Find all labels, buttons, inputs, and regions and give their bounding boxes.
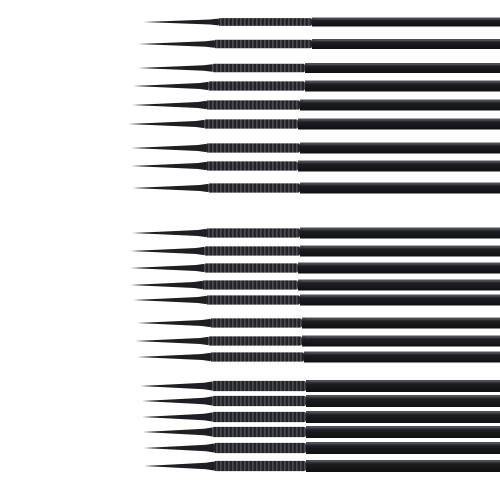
dart-grip — [206, 295, 300, 305]
dart-grip — [206, 228, 300, 238]
dart-point — [133, 295, 206, 305]
dart-point — [130, 246, 204, 256]
dart-point — [132, 183, 208, 193]
dart-point — [144, 443, 214, 453]
dart-grip — [212, 426, 306, 438]
dart-grip — [206, 143, 300, 153]
dart-barrel — [306, 460, 500, 472]
dart-point — [138, 40, 214, 48]
dart-grip — [218, 18, 312, 26]
dart-barrel — [298, 160, 500, 172]
dart-grip — [212, 380, 306, 392]
dart-barrel — [306, 442, 500, 454]
dart-point — [137, 352, 210, 362]
dart-point — [128, 119, 204, 129]
dart-point — [130, 280, 202, 290]
dart-shaft — [140, 380, 500, 392]
dart-grip — [214, 442, 306, 454]
dart-grip — [208, 81, 305, 91]
dart-grip — [202, 280, 298, 290]
dart-point — [131, 161, 206, 171]
dart-grip — [208, 183, 300, 193]
dart-shaft — [132, 227, 500, 239]
dart-barrel — [298, 279, 500, 291]
dart-barrel — [306, 395, 500, 407]
dart-shaft — [138, 39, 500, 49]
dart-grip — [212, 395, 306, 407]
dart-point — [137, 318, 210, 328]
dart-grip — [204, 246, 300, 256]
dart-point — [132, 228, 206, 238]
dart-point — [130, 263, 204, 273]
dart-point — [138, 64, 212, 72]
dart-barrel — [304, 351, 500, 363]
dart-barrel — [300, 245, 500, 257]
dart-shaft — [132, 182, 500, 194]
dart-barrel — [302, 335, 500, 347]
dart-grip — [206, 161, 298, 171]
dart-grip — [204, 263, 298, 273]
dart-grip — [214, 460, 306, 472]
dart-point — [142, 396, 212, 406]
dart-shaft — [135, 335, 500, 347]
dart-shaft — [138, 63, 500, 73]
dart-barrel — [298, 262, 500, 274]
dart-grip — [212, 411, 306, 423]
dart-shaft — [143, 426, 500, 438]
dart-point — [142, 412, 212, 422]
dart-barrel — [306, 411, 500, 423]
dart-barrel — [300, 142, 500, 154]
dart-barrel — [312, 17, 500, 27]
dart-grip — [208, 336, 302, 346]
dart-barrel — [300, 227, 500, 239]
dart-shaft — [142, 395, 500, 407]
dart-point — [143, 18, 218, 26]
dart-shaft — [143, 17, 500, 27]
dart-grip — [206, 100, 300, 110]
dart-shaft — [142, 411, 500, 423]
dart-shaft — [130, 262, 500, 274]
dart-point — [140, 381, 212, 391]
dart-barrel — [306, 380, 500, 392]
dart-shaft — [128, 118, 500, 130]
dart-shaft — [133, 80, 500, 92]
dart-shaft — [130, 245, 500, 257]
dart-barrel — [305, 63, 500, 73]
dart-barrel — [300, 294, 500, 306]
dart-point — [131, 143, 206, 153]
dart-point — [133, 81, 208, 91]
dart-shaft — [131, 142, 500, 154]
dart-point — [143, 427, 212, 437]
dart-grip — [210, 352, 304, 362]
dart-shaft — [144, 460, 500, 472]
dart-grip — [210, 318, 302, 328]
dart-shaft-group — [128, 17, 500, 472]
dart-barrel — [312, 39, 500, 49]
dart-grip — [204, 119, 298, 129]
dart-shaft — [137, 317, 500, 329]
dart-shaft — [132, 99, 500, 111]
dart-barrel — [300, 182, 500, 194]
dart-shaft — [144, 442, 500, 454]
dart-grip — [212, 63, 305, 73]
dart-point — [135, 336, 208, 346]
dart-grip — [214, 39, 312, 49]
dart-shaft — [133, 294, 500, 306]
dart-barrel — [298, 118, 500, 130]
dart-shaft — [130, 279, 500, 291]
dart-barrel — [300, 99, 500, 111]
dart-point — [144, 461, 214, 471]
dart-shaft — [131, 160, 500, 172]
dart-barrel — [305, 80, 500, 92]
dart-shaft — [137, 351, 500, 363]
dart-barrel — [302, 317, 500, 329]
dart-point — [132, 100, 206, 110]
dart-barrel — [306, 426, 500, 438]
